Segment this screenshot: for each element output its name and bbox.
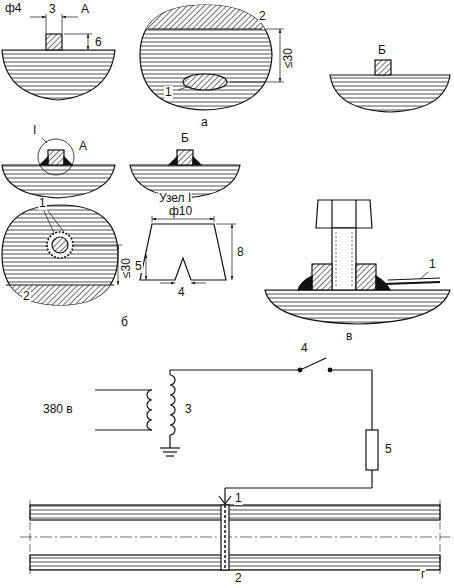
callout-label: 8 bbox=[236, 246, 245, 259]
callout-label: Узел I bbox=[158, 192, 192, 205]
callout-label: 2 bbox=[234, 572, 243, 585]
callout-label: Б bbox=[377, 44, 387, 57]
callout-label: а bbox=[200, 116, 209, 129]
callout-label: ф10 bbox=[168, 205, 193, 218]
callout-label: 2 bbox=[258, 10, 267, 23]
callout-label: 5 bbox=[134, 260, 143, 273]
callout-label: А bbox=[80, 3, 90, 16]
callout-label: б bbox=[120, 316, 129, 329]
callout-label: 4 bbox=[177, 286, 186, 299]
callout-label: 380 в bbox=[42, 403, 74, 416]
callout-label: 2 bbox=[22, 290, 31, 303]
callout-label: 3 bbox=[48, 3, 57, 16]
callout-label: ф4 bbox=[4, 2, 23, 15]
callout-label: Б bbox=[180, 132, 190, 145]
callout-label: 1 bbox=[164, 86, 173, 99]
callout-label: 5 bbox=[384, 443, 393, 456]
callout-label: 3 bbox=[184, 403, 193, 416]
callout-label: ≤30 bbox=[120, 257, 133, 279]
callout-label: I bbox=[32, 124, 37, 137]
callout-label: ≤30 bbox=[282, 47, 295, 69]
callout-label: 6 bbox=[94, 36, 103, 49]
callout-label: 1 bbox=[428, 258, 437, 271]
callout-label: г bbox=[420, 568, 426, 581]
callout-label: 1 bbox=[234, 492, 243, 505]
callout-label: 4 bbox=[300, 342, 309, 355]
callout-label: А bbox=[78, 140, 88, 153]
callout-label: в bbox=[345, 330, 353, 343]
callout-label: 1 bbox=[38, 197, 47, 210]
